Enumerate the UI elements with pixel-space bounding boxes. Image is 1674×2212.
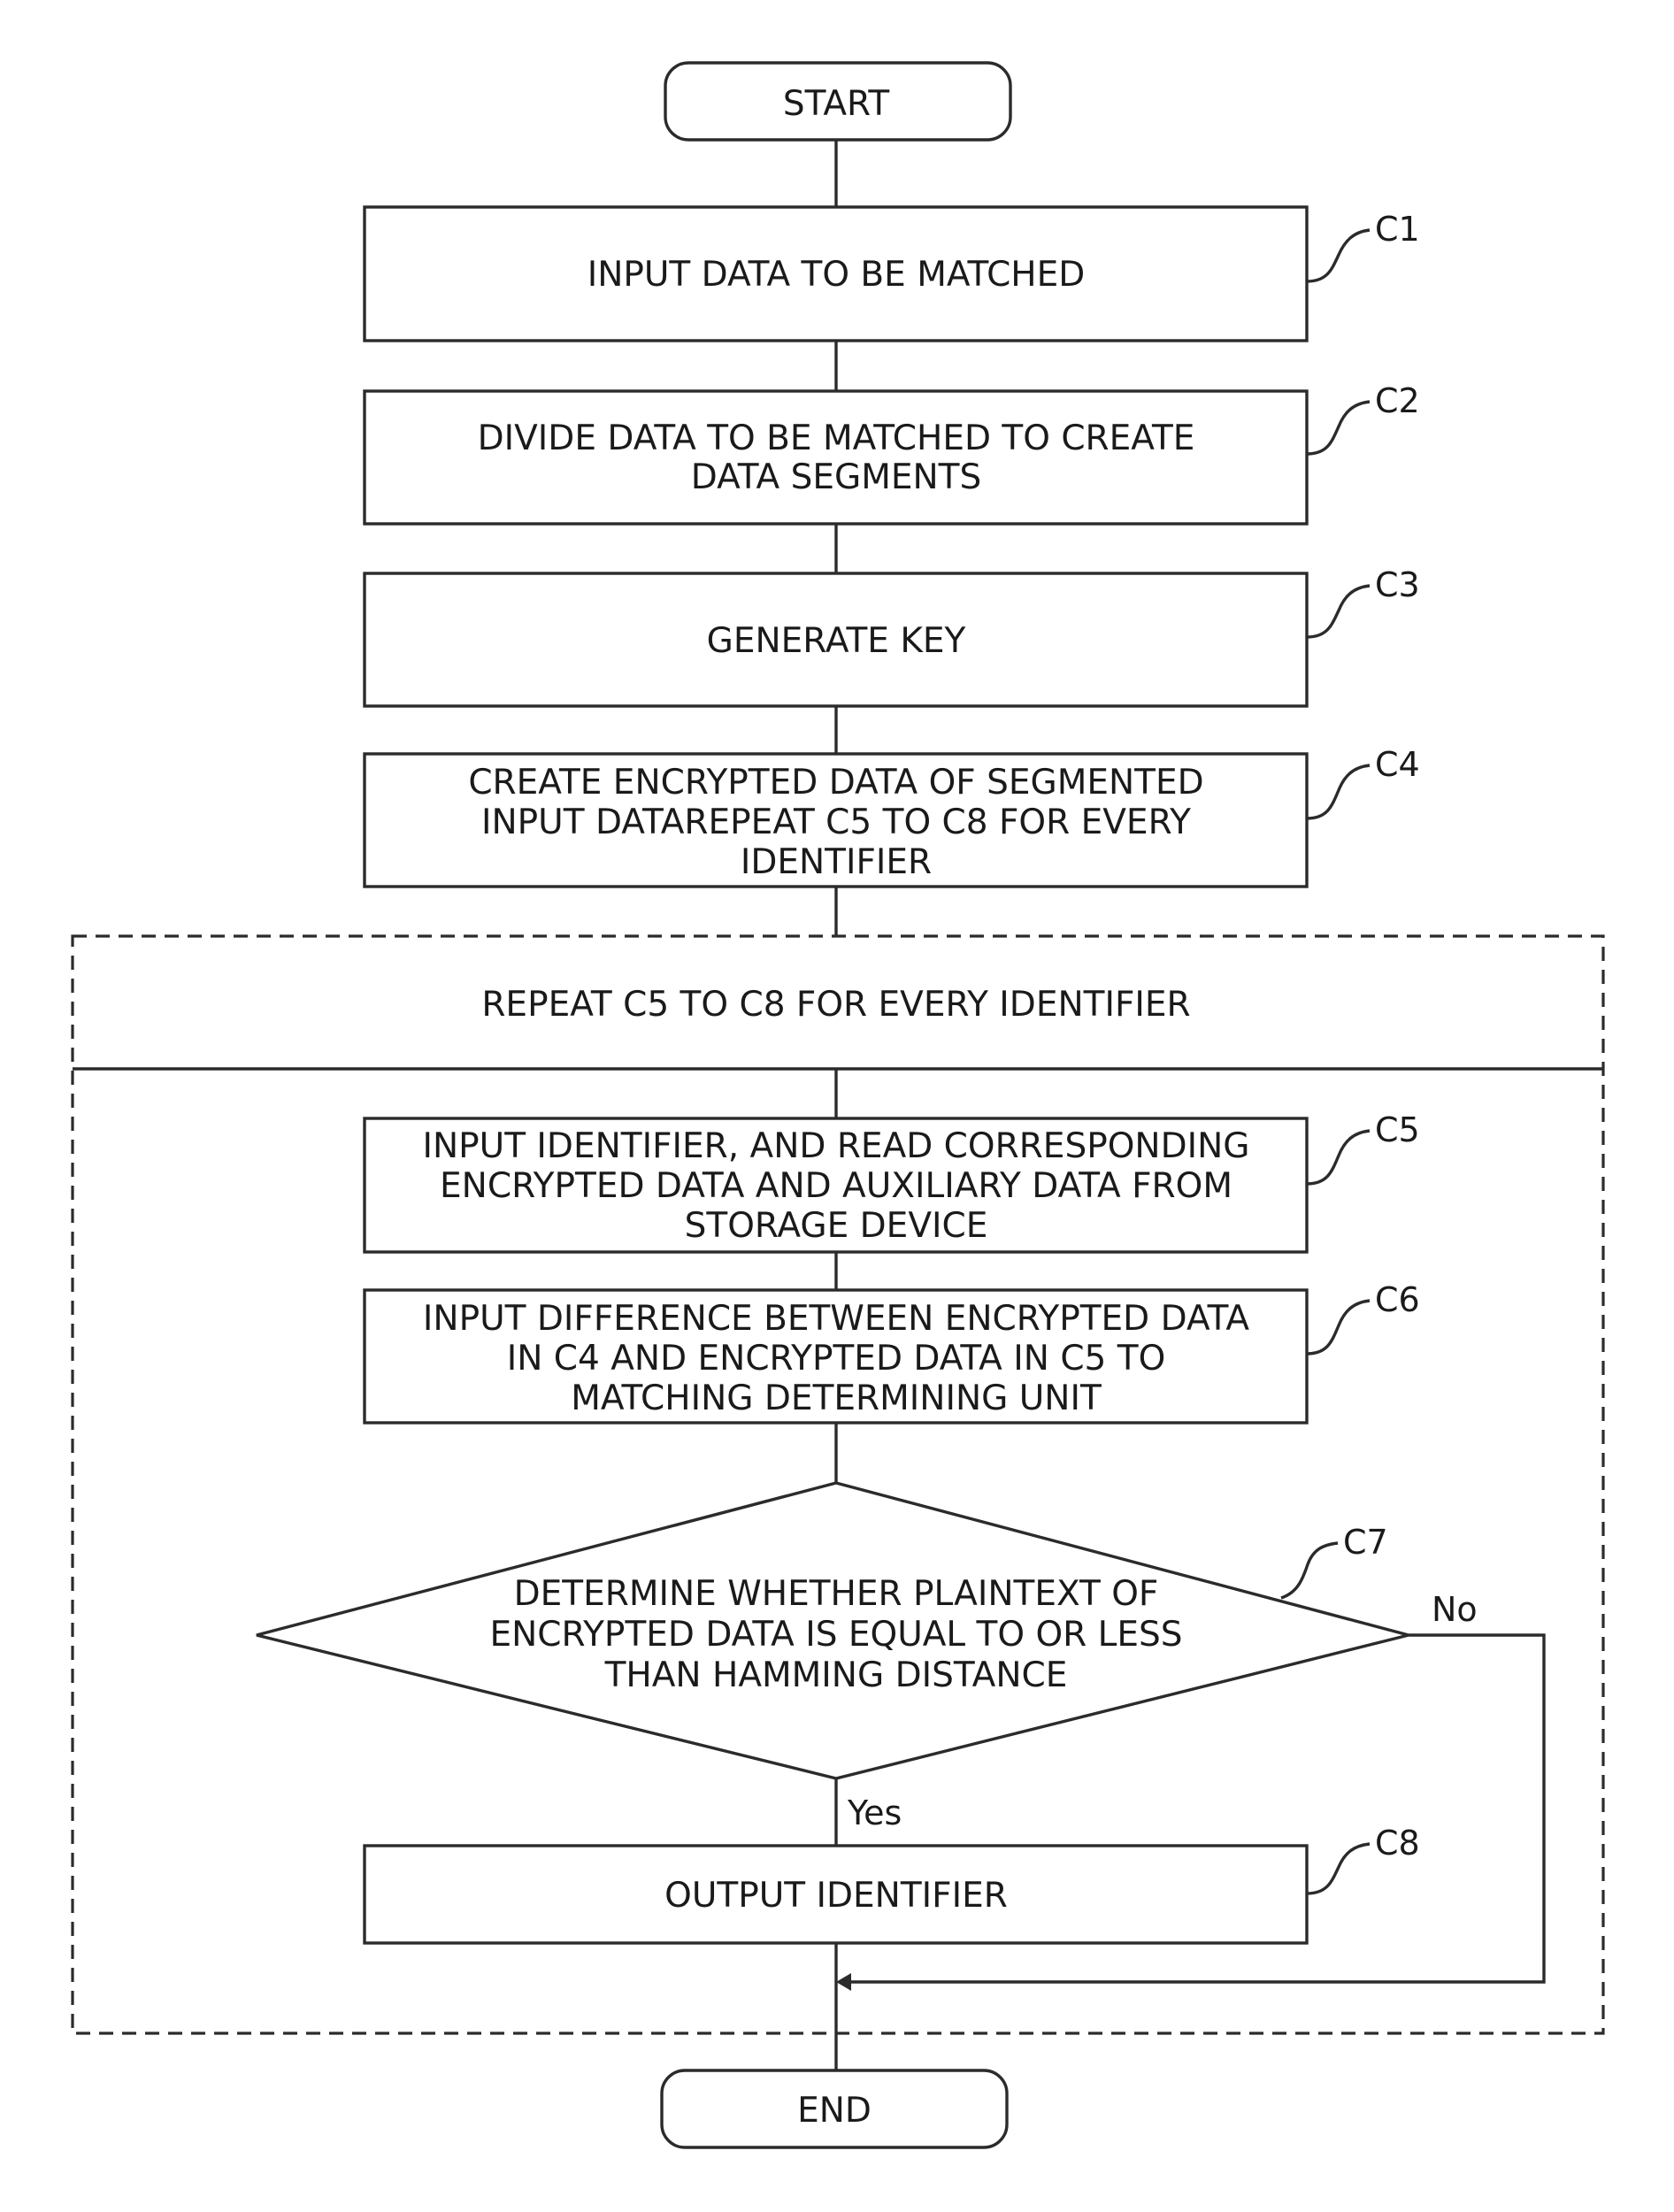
step-c6-text-line: INPUT DIFFERENCE BETWEEN ENCRYPTED DATA — [423, 1299, 1249, 1339]
step-c5-ref-label: C5 — [1375, 1110, 1420, 1149]
step-c8-ref-label: C8 — [1375, 1824, 1420, 1863]
decision-c7-ref-label: C7 — [1343, 1523, 1388, 1562]
step-c1: INPUT DATA TO BE MATCHED C1 — [365, 207, 1420, 341]
step-c6-ref-label: C6 — [1375, 1280, 1420, 1319]
decision-c7-text-line: DETERMINE WHETHER PLAINTEXT OF — [514, 1574, 1159, 1614]
step-c8-leader-line — [1307, 1844, 1370, 1893]
step-c3: GENERATE KEY C3 — [365, 565, 1420, 706]
step-c2-ref-label: C2 — [1375, 381, 1420, 420]
branch-no-label: No — [1432, 1590, 1478, 1629]
decision-c7-text-line: THAN HAMMING DISTANCE — [604, 1655, 1068, 1695]
step-c5-leader-line — [1307, 1131, 1370, 1184]
step-c4-ref-label: C4 — [1375, 745, 1420, 784]
step-c5-text-line: ENCRYPTED DATA AND AUXILIARY DATA FROM — [440, 1166, 1232, 1206]
end-terminal: END — [662, 2070, 1007, 2147]
arrowhead-merge — [836, 1973, 851, 1991]
step-c4-leader-line — [1307, 765, 1370, 818]
loop-title: REPEAT C5 TO C8 FOR EVERY IDENTIFIER — [481, 985, 1190, 1025]
step-c3-leader-line — [1307, 586, 1370, 637]
step-c3-ref-label: C3 — [1375, 565, 1420, 604]
decision-c7-leader-line — [1281, 1543, 1338, 1598]
step-c5-text-line: STORAGE DEVICE — [685, 1206, 988, 1246]
step-c1-text-line: INPUT DATA TO BE MATCHED — [587, 255, 1086, 295]
step-c6-text-line: IN C4 AND ENCRYPTED DATA IN C5 TO — [507, 1339, 1166, 1379]
decision-c7: DETERMINE WHETHER PLAINTEXT OF ENCRYPTED… — [257, 1483, 1478, 1832]
start-terminal: START — [665, 63, 1010, 140]
step-c5-text-line: INPUT IDENTIFIER, AND READ CORRESPONDING — [422, 1126, 1249, 1166]
step-c2-leader-line — [1307, 402, 1370, 454]
step-c2-text-line: DIVIDE DATA TO BE MATCHED TO CREATE — [478, 419, 1195, 458]
step-c4: CREATE ENCRYPTED DATA OF SEGMENTED INPUT… — [365, 745, 1420, 887]
step-c6-text-line: MATCHING DETERMINING UNIT — [571, 1379, 1102, 1418]
step-c2-text-line: DATA SEGMENTS — [691, 457, 982, 497]
step-c4-text-line: IDENTIFIER — [741, 842, 932, 882]
step-c2: DIVIDE DATA TO BE MATCHED TO CREATE DATA… — [365, 381, 1420, 524]
start-terminal-label: START — [783, 84, 889, 124]
step-c6-leader-line — [1307, 1301, 1370, 1354]
end-terminal-label: END — [797, 2091, 872, 2131]
decision-c7-text-line: ENCRYPTED DATA IS EQUAL TO OR LESS — [489, 1615, 1182, 1655]
step-c4-text-line: INPUT DATAREPEAT C5 TO C8 FOR EVERY — [481, 803, 1191, 842]
step-c8-text-line: OUTPUT IDENTIFIER — [664, 1876, 1008, 1916]
branch-yes-label: Yes — [847, 1793, 902, 1832]
step-c4-text-line: CREATE ENCRYPTED DATA OF SEGMENTED — [468, 763, 1203, 803]
step-c3-text-line: GENERATE KEY — [707, 621, 966, 661]
step-c1-leader-line — [1307, 230, 1370, 281]
step-c8: OUTPUT IDENTIFIER C8 — [365, 1824, 1420, 1943]
step-c5: INPUT IDENTIFIER, AND READ CORRESPONDING… — [365, 1110, 1420, 1252]
step-c1-ref-label: C1 — [1375, 210, 1420, 249]
step-c6: INPUT DIFFERENCE BETWEEN ENCRYPTED DATA … — [365, 1280, 1420, 1423]
